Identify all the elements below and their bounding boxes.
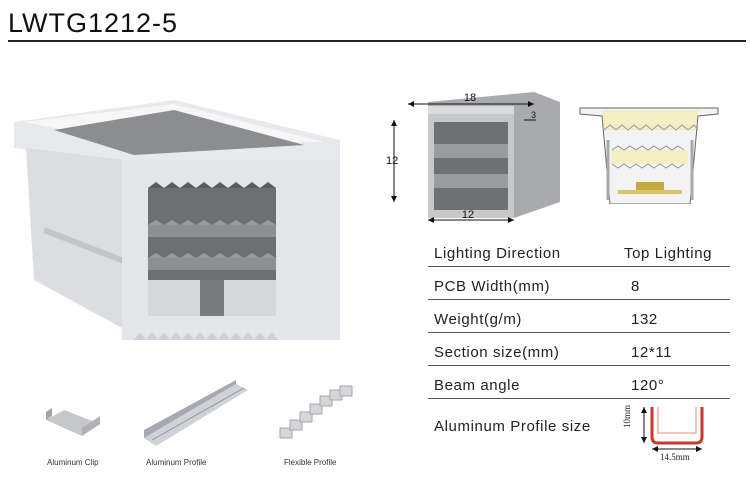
spec-label: Lighting Direction xyxy=(434,245,561,262)
product-render xyxy=(14,100,340,340)
accessory-label-aluminum-profile: Aluminum Profile xyxy=(146,458,207,467)
spec-value: 132 xyxy=(631,311,658,328)
spec-value: Top Lighting xyxy=(624,245,713,262)
spec-label: Aluminum Profile size xyxy=(434,418,591,435)
lighting-section-drawing xyxy=(579,107,719,204)
aluminum-profile-width: 14.5mm xyxy=(660,452,690,462)
spec-label: Weight(g/m) xyxy=(434,311,523,328)
accessory-label-flexible-profile: Flexible Profile xyxy=(284,458,337,467)
dim-height: 12 xyxy=(386,155,398,167)
spec-row-weight: Weight(g/m) 132 xyxy=(428,300,730,333)
spec-value: 8 xyxy=(631,278,640,295)
product-title: LWTG1212-5 xyxy=(8,8,179,38)
spec-row-section-size: Section size(mm) 12*11 xyxy=(428,333,730,366)
dim-width-bottom: 12 xyxy=(462,209,474,221)
dim-width-top: 18 xyxy=(464,92,476,104)
accessory-label-aluminum-clip: Aluminum Clip xyxy=(47,458,99,467)
aluminum-profile-height: 10mm xyxy=(622,404,632,428)
spec-row-pcb-width: PCB Width(mm) 8 xyxy=(428,267,730,300)
aluminum-clip-image xyxy=(44,402,104,442)
spec-label: Section size(mm) xyxy=(434,344,560,361)
flexible-profile-image xyxy=(276,384,356,450)
spec-table: Lighting Direction Top Lighting PCB Widt… xyxy=(428,234,730,449)
aluminum-profile-drawing xyxy=(641,407,704,452)
spec-label: Beam angle xyxy=(434,377,521,394)
spec-row-lighting-direction: Lighting Direction Top Lighting xyxy=(428,234,730,267)
spec-value: 120° xyxy=(631,377,665,394)
title-divider xyxy=(8,40,746,42)
dimension-drawing: 18 12 12 3 xyxy=(386,92,560,223)
spec-value: 12*11 xyxy=(631,344,673,361)
dim-side: 3 xyxy=(531,110,536,120)
spec-label: PCB Width(mm) xyxy=(434,278,551,295)
spec-row-aluminum-profile-size: Aluminum Profile size xyxy=(428,399,730,449)
spec-row-beam-angle: Beam angle 120° xyxy=(428,366,730,399)
aluminum-profile-image xyxy=(140,380,250,450)
